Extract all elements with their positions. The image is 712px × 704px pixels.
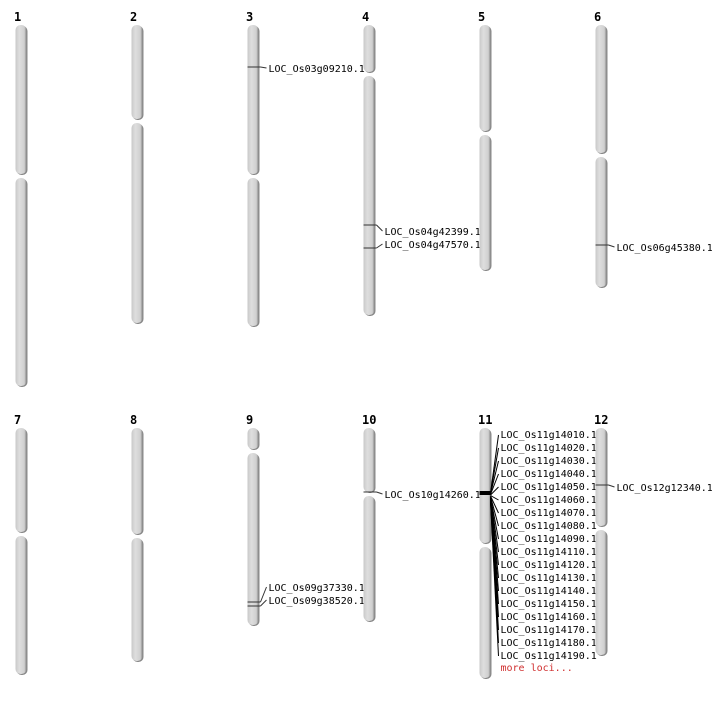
long-arm (480, 547, 491, 678)
short-arm (480, 25, 491, 131)
locus-leader (377, 244, 383, 248)
locus-label[interactable]: LOC_Os11g14140.1 (501, 586, 597, 597)
locus-leader (609, 485, 615, 487)
chromosome-8[interactable]: 8 (130, 413, 144, 662)
locus-label[interactable]: LOC_Os11g14170.1 (501, 625, 597, 636)
more-loci-link[interactable]: more loci... (501, 663, 573, 674)
chromosome-1[interactable]: 1 (14, 10, 28, 387)
chromosome-11[interactable]: 11LOC_Os11g14010.1LOC_Os11g14020.1LOC_Os… (478, 413, 597, 679)
long-arm (16, 536, 27, 674)
locus-cluster-marker (480, 491, 491, 495)
locus-label[interactable]: LOC_Os11g14190.1 (501, 651, 597, 662)
locus-label[interactable]: LOC_Os04g42399.1 (385, 227, 481, 238)
locus-label[interactable]: LOC_Os10g14260.1 (385, 490, 481, 501)
chromosome-label: 11 (478, 413, 492, 427)
chromosome-label: 3 (246, 10, 253, 24)
locus-label[interactable]: LOC_Os12g12340.1 (617, 483, 712, 494)
locus-label[interactable]: LOC_Os11g14040.1 (501, 469, 597, 480)
locus-label[interactable]: LOC_Os11g14180.1 (501, 638, 597, 649)
short-arm (132, 25, 143, 119)
chromosome-5[interactable]: 5 (478, 10, 492, 271)
chromosome-label: 2 (130, 10, 137, 24)
chromosome-label: 4 (362, 10, 369, 24)
chromosome-label: 10 (362, 413, 376, 427)
chromosome-label: 6 (594, 10, 601, 24)
locus-label[interactable]: LOC_Os11g14090.1 (501, 534, 597, 545)
locus-label[interactable]: LOC_Os09g38520.1 (269, 596, 365, 607)
long-arm (596, 157, 607, 287)
locus-leader (377, 225, 383, 231)
short-arm (248, 428, 259, 449)
chromosome-label: 7 (14, 413, 21, 427)
chromosome-label: 5 (478, 10, 485, 24)
locus-leader (261, 587, 267, 602)
chromosome-2[interactable]: 2 (130, 10, 144, 324)
long-arm (364, 496, 375, 621)
short-arm (16, 25, 27, 174)
locus-label[interactable]: LOC_Os11g14060.1 (501, 495, 597, 506)
locus-label[interactable]: LOC_Os09g37330.1 (269, 583, 365, 594)
short-arm (480, 428, 491, 543)
long-arm (132, 123, 143, 323)
short-arm (596, 428, 607, 526)
long-arm (480, 135, 491, 270)
short-arm (16, 428, 27, 532)
short-arm (364, 428, 375, 492)
locus-label[interactable]: LOC_Os06g45380.1 (617, 243, 712, 254)
locus-label[interactable]: LOC_Os11g14020.1 (501, 443, 597, 454)
locus-label[interactable]: LOC_Os11g14130.1 (501, 573, 597, 584)
short-arm (132, 428, 143, 534)
long-arm (596, 530, 607, 655)
long-arm (132, 538, 143, 661)
chromosome-label: 8 (130, 413, 137, 427)
locus-label[interactable]: LOC_Os11g14120.1 (501, 560, 597, 571)
locus-label[interactable]: LOC_Os11g14150.1 (501, 599, 597, 610)
locus-leader (491, 448, 499, 494)
locus-label[interactable]: LOC_Os11g14110.1 (501, 547, 597, 558)
locus-label[interactable]: LOC_Os11g14050.1 (501, 482, 597, 493)
locus-label[interactable]: LOC_Os11g14070.1 (501, 508, 597, 519)
long-arm (248, 453, 259, 625)
locus-label[interactable]: LOC_Os11g14160.1 (501, 612, 597, 623)
chromosome-7[interactable]: 7 (14, 413, 28, 675)
locus-leader (609, 245, 615, 247)
locus-label[interactable]: LOC_Os11g14080.1 (501, 521, 597, 532)
locus-label[interactable]: LOC_Os11g14010.1 (501, 430, 597, 441)
long-arm (248, 178, 259, 326)
short-arm (596, 25, 607, 153)
short-arm (248, 25, 259, 174)
locus-label[interactable]: LOC_Os03g09210.1 (269, 64, 365, 75)
long-arm (16, 178, 27, 386)
chromosome-label: 1 (14, 10, 21, 24)
locus-leader (377, 492, 383, 494)
long-arm (364, 76, 375, 315)
locus-label[interactable]: LOC_Os04g47570.1 (385, 240, 481, 251)
chromosome-label: 9 (246, 413, 253, 427)
locus-leader (261, 67, 267, 68)
chromosome-label: 12 (594, 413, 608, 427)
locus-label[interactable]: LOC_Os11g14030.1 (501, 456, 597, 467)
short-arm (364, 25, 375, 72)
